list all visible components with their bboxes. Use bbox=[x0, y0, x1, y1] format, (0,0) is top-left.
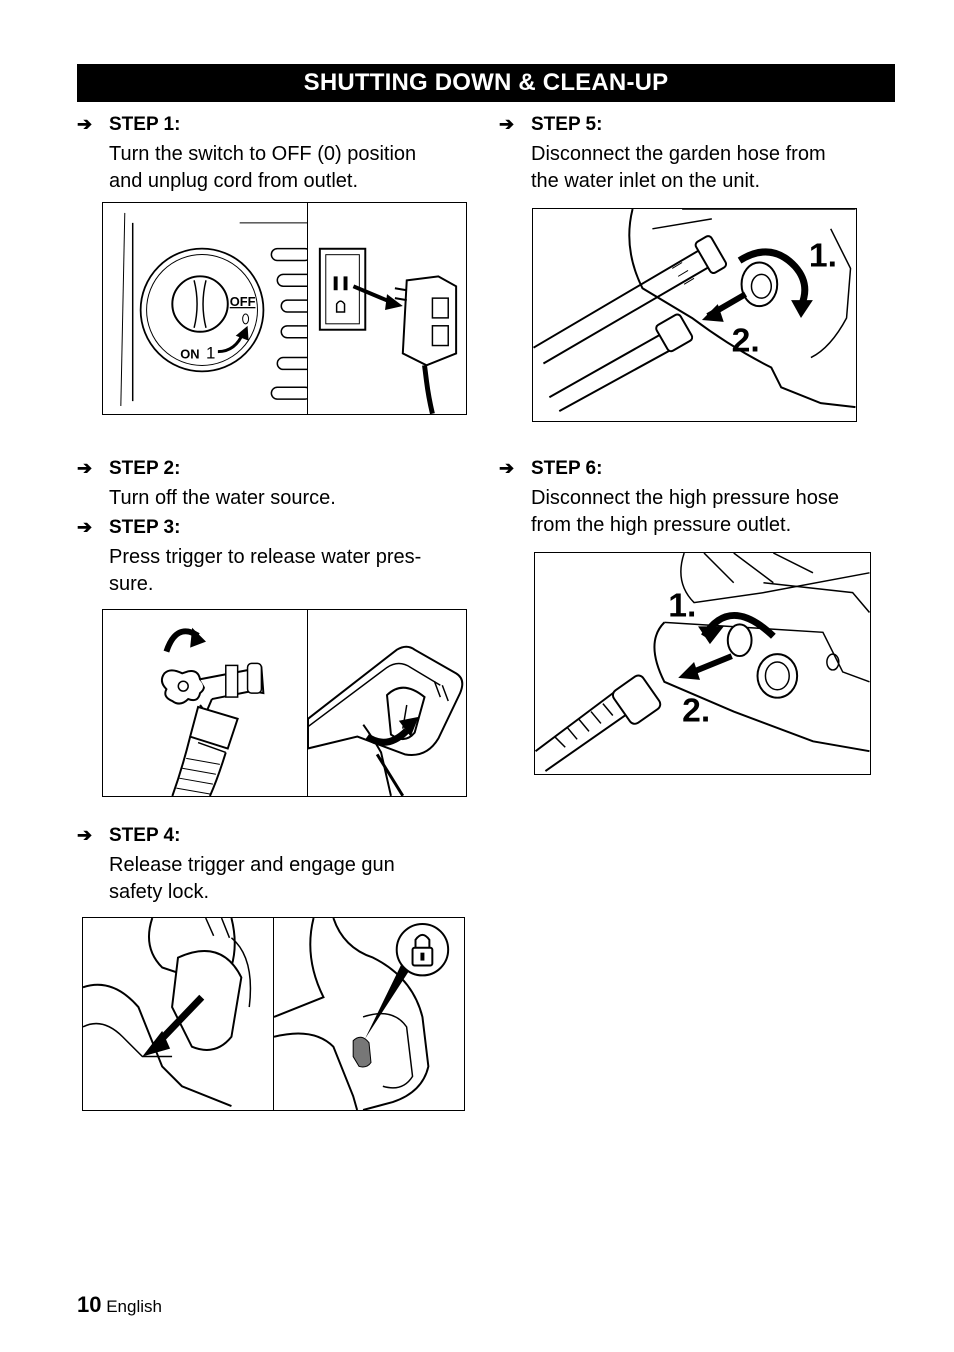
step-1-label: STEP 1: bbox=[109, 114, 181, 135]
arrow-icon: ➔ bbox=[77, 825, 93, 845]
page-footer: 10 English bbox=[77, 1292, 162, 1318]
step-4-text: Release trigger and engage gun safety lo… bbox=[109, 854, 395, 903]
step-5: ➔ STEP 5: Disconnect the garden hose from… bbox=[499, 112, 826, 195]
pressure-outlet-illustration: 1. 2. bbox=[534, 552, 871, 775]
section-title: SHUTTING DOWN & CLEAN-UP bbox=[77, 64, 895, 102]
step-1: ➔ STEP 1: Turn the switch to OFF (0) posi… bbox=[77, 112, 416, 195]
language-label: English bbox=[106, 1297, 162, 1316]
faucet-illustration bbox=[102, 609, 309, 797]
on-label: ON bbox=[180, 347, 199, 362]
step6-label-1: 1. bbox=[668, 587, 696, 624]
page-number: 10 bbox=[77, 1292, 102, 1317]
step-4: ➔ STEP 4: Release trigger and engage gun … bbox=[77, 823, 395, 906]
step-1-text: Turn the switch to OFF (0) position and … bbox=[109, 143, 417, 192]
step-6-text: Disconnect the high pressure hose from t… bbox=[531, 487, 839, 536]
safety-lock-illustration bbox=[273, 917, 465, 1111]
switch-illustration: OFF ON 1 bbox=[102, 202, 309, 415]
release-trigger-illustration bbox=[82, 917, 275, 1111]
step-3-label: STEP 3: bbox=[109, 517, 181, 538]
one-label: 1 bbox=[206, 344, 215, 363]
step-6: ➔ STEP 6: Disconnect the high pressure ho… bbox=[499, 456, 839, 539]
step-6-label: STEP 6: bbox=[531, 458, 603, 479]
step-5-label: STEP 5: bbox=[531, 114, 603, 135]
off-label: OFF bbox=[230, 294, 256, 309]
trigger-illustration bbox=[307, 609, 467, 797]
step-4-label: STEP 4: bbox=[109, 825, 181, 846]
arrow-icon: ➔ bbox=[77, 114, 93, 134]
arrow-icon: ➔ bbox=[499, 114, 515, 134]
plug-illustration bbox=[307, 202, 467, 415]
arrow-icon: ➔ bbox=[499, 458, 515, 478]
arrow-icon: ➔ bbox=[77, 458, 93, 478]
step5-label-2: 2. bbox=[732, 323, 760, 360]
step-3: ➔ STEP 3: Press trigger to release water … bbox=[77, 515, 421, 598]
step-5-text: Disconnect the garden hose from the wate… bbox=[531, 143, 826, 192]
step-2-label: STEP 2: bbox=[109, 458, 181, 479]
step-3-text: Press trigger to release water pres- sur… bbox=[109, 546, 422, 595]
step5-label-1: 1. bbox=[809, 237, 837, 274]
step-2-text: Turn off the water source. bbox=[109, 487, 336, 509]
step-2: ➔ STEP 2: Turn off the water source. bbox=[77, 456, 336, 512]
water-inlet-illustration: 1. 2. bbox=[532, 208, 857, 422]
arrow-icon: ➔ bbox=[77, 517, 93, 537]
step6-label-2: 2. bbox=[682, 692, 710, 729]
